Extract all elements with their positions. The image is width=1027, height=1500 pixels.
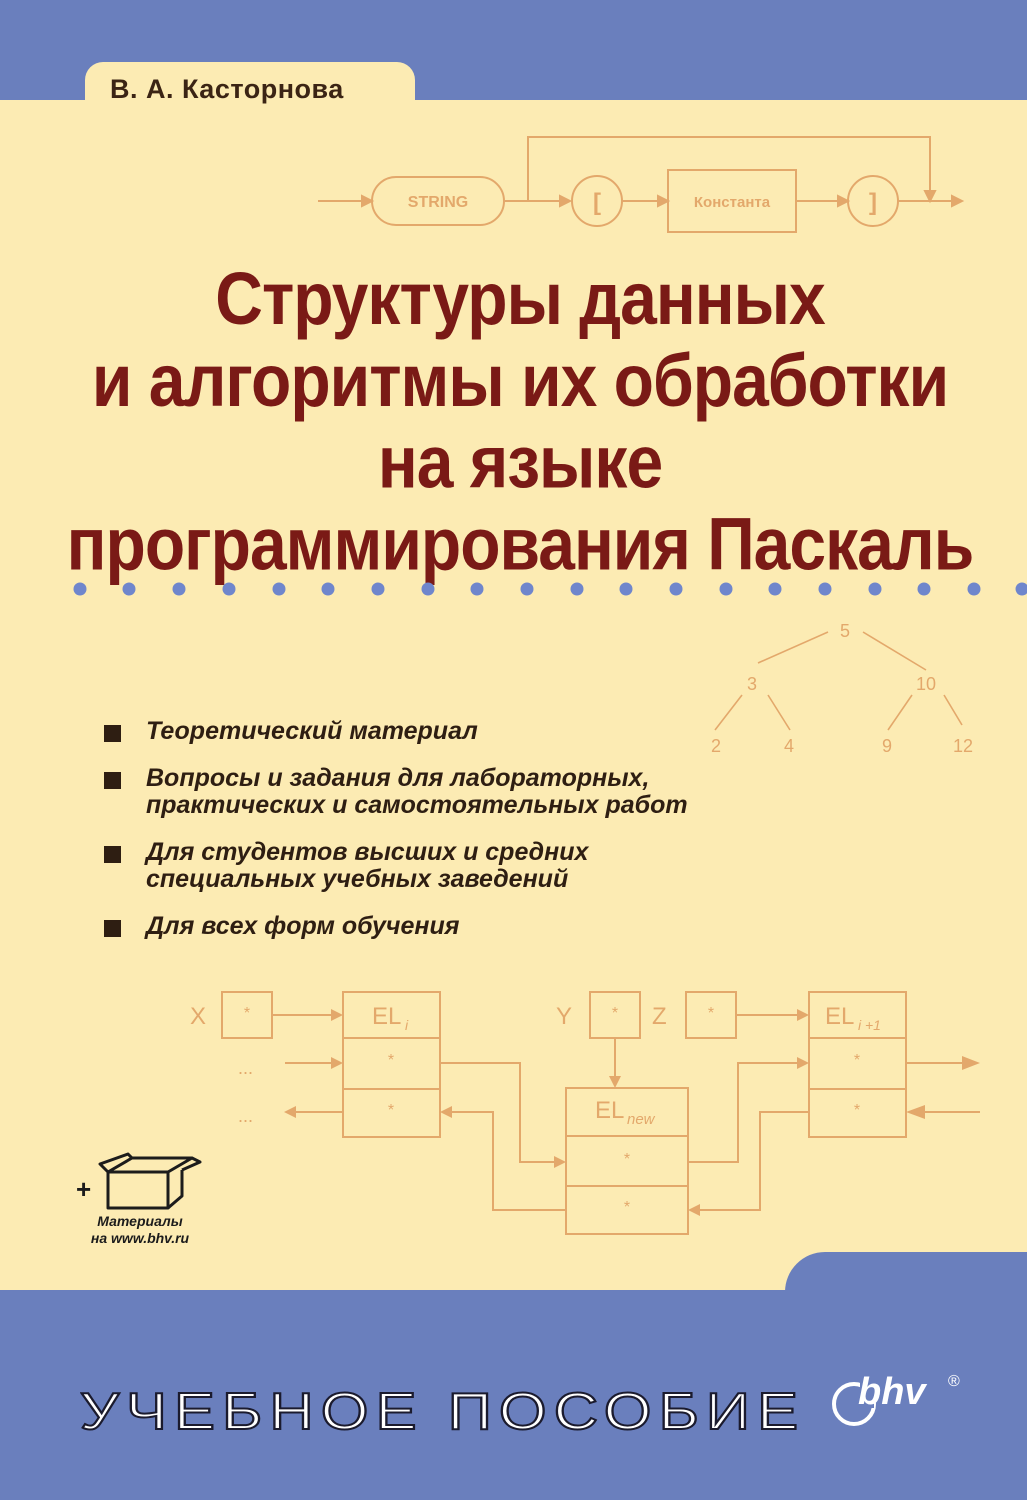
materials-link[interactable]: на www.bhv.ru [90, 1230, 190, 1246]
materials-line-1: Материалы [97, 1213, 183, 1229]
book-title: Структуры данных и алгоритмы их обработк… [20, 256, 1020, 586]
el-i1-label: EL [825, 1003, 854, 1030]
open-bracket-label: [ [593, 189, 601, 216]
star-mark: * [388, 1102, 394, 1119]
title-line-3: на языке [377, 420, 663, 504]
title-line-4: программирования Паскаль [66, 502, 975, 586]
dotted-separator [73, 582, 1027, 596]
bottom-color-band [0, 1290, 1027, 1500]
list-item: Теоретический материал [100, 718, 800, 745]
title-line-2: и алгоритмы их обработки [91, 338, 949, 422]
bullet-square [104, 846, 121, 863]
feature-list: Теоретический материал Вопросы и задания… [100, 718, 800, 960]
title-line-1: Структуры данных [215, 256, 825, 340]
box-icon: + [76, 1152, 202, 1210]
tree-right: 10 [916, 674, 936, 694]
el-i-subscript: i [405, 1017, 409, 1033]
author-name: В. А. Касторнова [110, 74, 344, 104]
cream-panel [0, 100, 1027, 1295]
el-new-subscript: new [627, 1111, 656, 1128]
tree-root: 5 [840, 621, 850, 641]
tree-leaf: 9 [882, 736, 892, 756]
author-tab [85, 62, 415, 118]
ellipsis-in: ... [238, 1058, 253, 1078]
ellipsis-out: ... [238, 1106, 253, 1126]
star-mark: * [624, 1199, 630, 1216]
syntax-diagram: STRING [ Константа ] [318, 136, 965, 233]
binary-tree-diagram: 5 3 10 2 4 9 12 [711, 621, 973, 756]
plus-icon: + [76, 1174, 91, 1204]
star-mark: * [708, 1005, 714, 1022]
publisher-name: bhv [858, 1371, 927, 1413]
y-label: Y [556, 1003, 572, 1030]
close-bracket-label: ] [869, 189, 877, 216]
star-mark: * [244, 1005, 250, 1022]
bypass-line [527, 136, 931, 201]
tree-leaf: 12 [953, 736, 973, 756]
bullet-square [104, 725, 121, 742]
el-new-label: EL [595, 1097, 624, 1124]
constant-label: Константа [694, 194, 771, 211]
tree-left: 3 [747, 674, 757, 694]
bullet-square [104, 920, 121, 937]
syntax-arrow-1 [361, 194, 375, 208]
el-i-label: EL [372, 1003, 401, 1030]
star-mark: * [624, 1151, 630, 1168]
star-mark: * [854, 1102, 860, 1119]
z-label: Z [652, 1003, 667, 1030]
bullet-square [104, 772, 121, 789]
el-i1-subscript: i +1 [858, 1017, 881, 1033]
x-label: X [190, 1003, 206, 1030]
star-mark: * [388, 1052, 394, 1069]
star-mark: * [612, 1005, 618, 1022]
list-item: Вопросы и задания для лабораторных, прак… [100, 765, 800, 819]
series-label: УЧЕБНОЕ ПОСОБИЕ [79, 1382, 806, 1442]
list-item: Для всех форм обучения [100, 913, 800, 940]
linked-list-diagram: X Y Z ... ... * * * * * * * * * EL i EL … [190, 991, 980, 1235]
tree-leaf: 4 [784, 736, 794, 756]
registered-mark: ® [948, 1373, 960, 1390]
star-mark: * [854, 1052, 860, 1069]
string-label: STRING [408, 194, 468, 211]
bhv-logo: bhv ® [832, 1371, 960, 1426]
materials-note: Материалы на www.bhv.ru [55, 1213, 225, 1247]
tree-leaf: 2 [711, 736, 721, 756]
list-item: Для студентов высших и средних специальн… [100, 839, 800, 893]
